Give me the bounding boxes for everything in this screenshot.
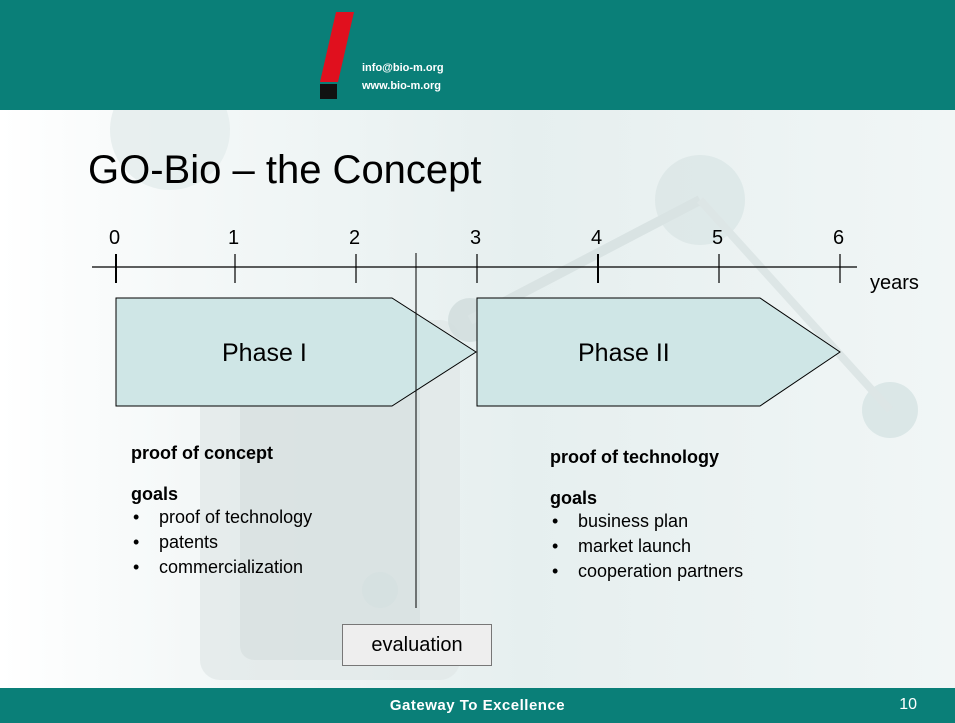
list-item: business plan [550, 509, 743, 534]
tick-label-0: 0 [109, 227, 121, 249]
tick-label-1: 1 [228, 227, 240, 249]
footer-slogan: Gateway To Excellence [389, 697, 566, 714]
phase-2-details: proof of technology goals business plan … [550, 447, 743, 584]
footer-bar: Gateway To Excellence 10 [0, 688, 955, 723]
molecule-background-image [110, 110, 918, 680]
phase-2-label: Phase II [578, 339, 670, 367]
slide-background [0, 110, 955, 688]
tick-label-5: 5 [712, 227, 724, 249]
phase-1-arrow [115, 297, 477, 407]
phase-2-goals-label: goals [550, 488, 598, 508]
phase-1-label: Phase I [222, 339, 307, 367]
evaluation-box: evaluation [342, 624, 492, 666]
phase-1-details: proof of concept goals proof of technolo… [131, 443, 312, 580]
list-item: market launch [550, 534, 743, 559]
tick-label-2: 2 [349, 227, 361, 249]
contact-info: info@bio-m.org www.bio-m.org [362, 59, 444, 95]
slide-title: GO-Bio – the Concept [88, 148, 482, 192]
website-link[interactable]: www.bio-m.org [362, 80, 442, 92]
phase-1-goals-label: goals [131, 484, 179, 504]
page-number: 10 [899, 696, 917, 713]
tick-label-4: 4 [591, 227, 603, 249]
logo-slash-icon [320, 12, 354, 82]
tick-label-6: 6 [833, 227, 845, 249]
phase-1-goals-list: proof of technology patents commercializ… [131, 505, 312, 580]
phase-2-arrow [476, 297, 841, 407]
list-item: cooperation partners [550, 559, 743, 584]
phase-2-goals-list: business plan market launch cooperation … [550, 509, 743, 584]
phase-2-heading: proof of technology [550, 447, 719, 467]
tick-label-3: 3 [470, 227, 482, 249]
list-item: proof of technology [131, 505, 312, 530]
list-item: commercialization [131, 555, 312, 580]
email-link[interactable]: info@bio-m.org [362, 62, 444, 74]
phase-1-heading: proof of concept [131, 443, 273, 463]
axis-unit-label: years [870, 272, 919, 294]
logo-square-icon [320, 84, 337, 99]
header-bar: info@bio-m.org www.bio-m.org [0, 0, 955, 110]
list-item: patents [131, 530, 312, 555]
